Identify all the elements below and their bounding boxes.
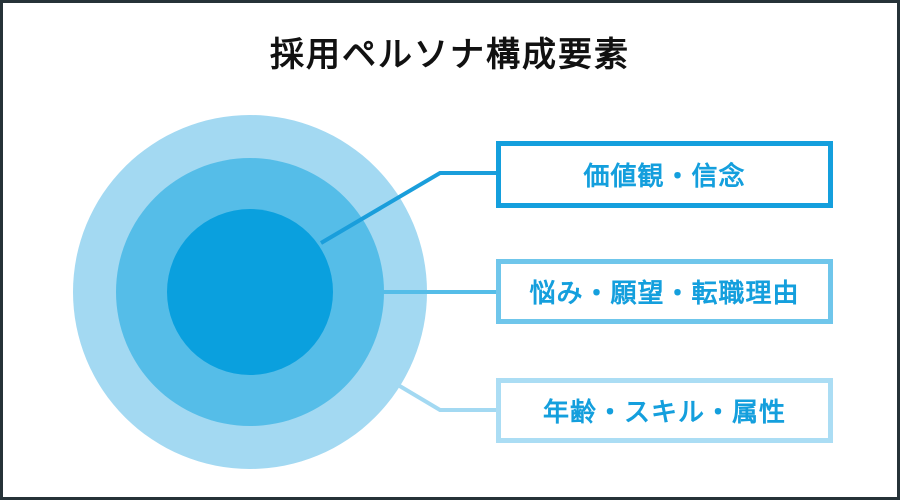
connector-line-age-skills: [396, 383, 496, 412]
persona-rings-diagram: [73, 115, 496, 469]
label-box-worries-desires: 悩み・願望・転職理由: [496, 259, 833, 324]
label-worries-desires: 悩み・願望・転職理由: [529, 279, 800, 309]
label-values-beliefs: 価値観・信念: [583, 162, 746, 192]
label-box-age-skills: 年齢・スキル・属性: [496, 378, 833, 443]
label-box-values-beliefs: 価値観・信念: [496, 141, 833, 208]
label-age-skills: 年齢・スキル・属性: [542, 398, 786, 428]
inner-ring-circle: [167, 209, 333, 375]
diagram-title: 採用ペルソナ構成要素: [270, 35, 630, 75]
connector-line-values-beliefs: [319, 171, 496, 245]
